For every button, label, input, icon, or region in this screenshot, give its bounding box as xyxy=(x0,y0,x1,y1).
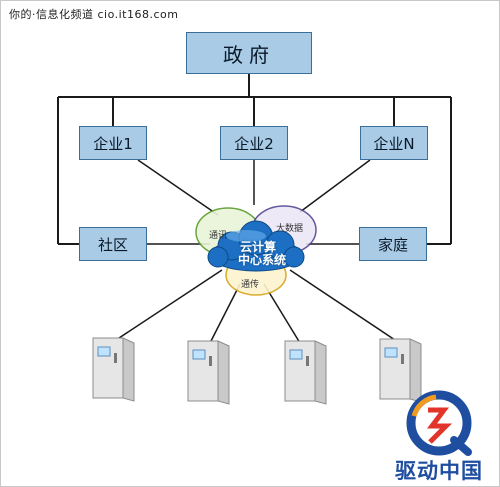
cloud-title-line-1: 云计算 xyxy=(239,240,276,254)
watermark-header: 你的·信息化频道 cio.it168.com xyxy=(9,8,179,21)
control-cabinet-icon xyxy=(92,337,135,402)
node-community: 社区 xyxy=(79,227,147,261)
control-cabinet-icon xyxy=(284,340,327,405)
q-logo-icon xyxy=(406,390,472,456)
ring-label-sensing: 通传 xyxy=(241,280,260,290)
control-cabinet-icon xyxy=(379,338,422,403)
node-home: 家庭 xyxy=(359,227,427,261)
cloud-title-line-2: 中心系统 xyxy=(237,253,286,267)
node-enterprise-2: 企业2 xyxy=(220,126,288,160)
ring-label-big-data: 大数据 xyxy=(276,224,304,234)
logo-text: 驱动中国 xyxy=(395,459,483,483)
ring-label-communication: 通讯 xyxy=(209,231,228,241)
node-government: 政府 xyxy=(186,32,312,74)
control-cabinet-icon xyxy=(187,340,230,405)
node-enterprise-n: 企业N xyxy=(360,126,428,160)
node-enterprise-1: 企业1 xyxy=(79,126,147,160)
